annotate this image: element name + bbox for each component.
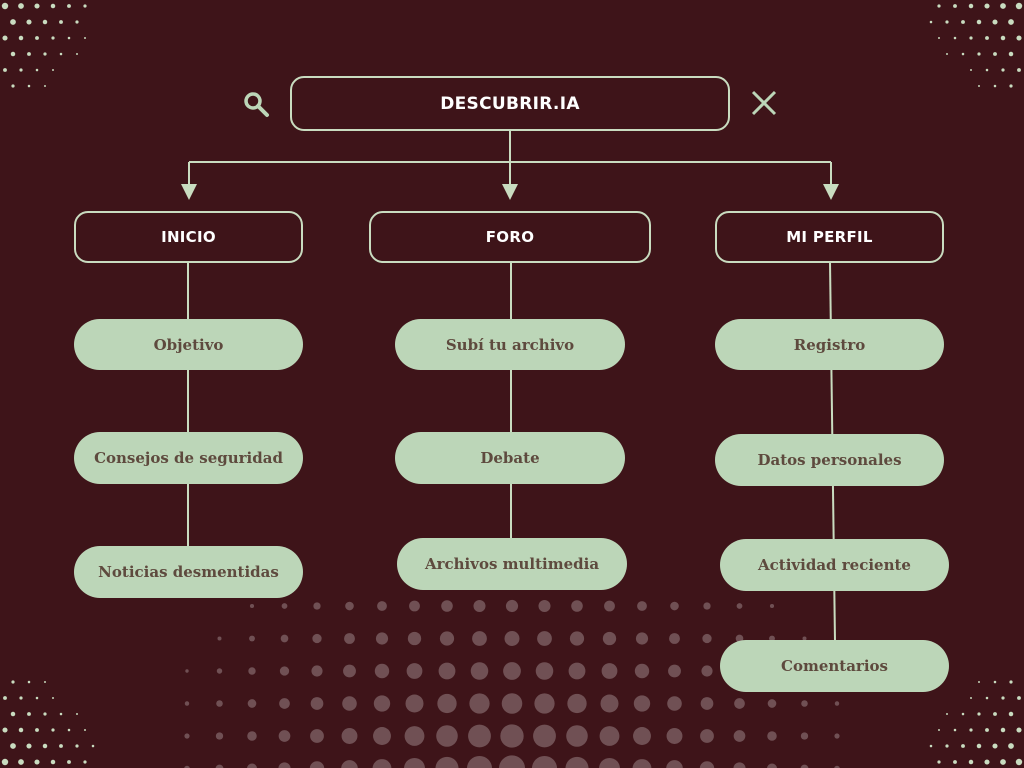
section-label: FORO (485, 228, 535, 246)
item-debate[interactable]: Debate (395, 432, 625, 484)
item-label: Actividad reciente (758, 556, 911, 574)
item-label: Debate (480, 449, 540, 467)
root-node[interactable]: DESCUBRIR.IA (290, 76, 730, 131)
item-archivos-multimedia[interactable]: Archivos multimedia (397, 538, 627, 590)
root-label: DESCUBRIR.IA (440, 93, 580, 114)
item-label: Comentarios (781, 657, 888, 675)
item-label: Consejos de seguridad (94, 449, 283, 467)
item-datos-personales[interactable]: Datos personales (715, 434, 944, 486)
section-foro[interactable]: FORO (369, 211, 651, 263)
item-label: Registro (793, 335, 866, 354)
section-inicio[interactable]: INICIO (74, 211, 303, 263)
item-comentarios[interactable]: Comentarios (720, 640, 949, 692)
section-label: INICIO (161, 228, 216, 246)
item-label: Noticias desmentidas (98, 563, 279, 581)
item-actividad-reciente[interactable]: Actividad reciente (720, 539, 949, 591)
item-subi-tu-archivo[interactable]: Subí tu archivo (395, 319, 625, 370)
item-registro[interactable]: Registro (715, 319, 944, 370)
item-label: Subí tu archivo (445, 335, 575, 354)
item-objetivo[interactable]: Objetivo (74, 319, 303, 370)
section-mi-perfil[interactable]: MI PERFIL (715, 211, 944, 263)
search-icon[interactable] (242, 90, 270, 118)
item-noticias-desmentidas[interactable]: Noticias desmentidas (74, 546, 303, 598)
section-label: MI PERFIL (786, 228, 873, 246)
item-label: Archivos multimedia (424, 555, 600, 573)
close-icon[interactable] (750, 89, 778, 117)
item-consejos-de-seguridad[interactable]: Consejos de seguridad (74, 432, 303, 484)
item-label: Objetivo (153, 335, 224, 354)
item-label: Datos personales (757, 451, 902, 469)
